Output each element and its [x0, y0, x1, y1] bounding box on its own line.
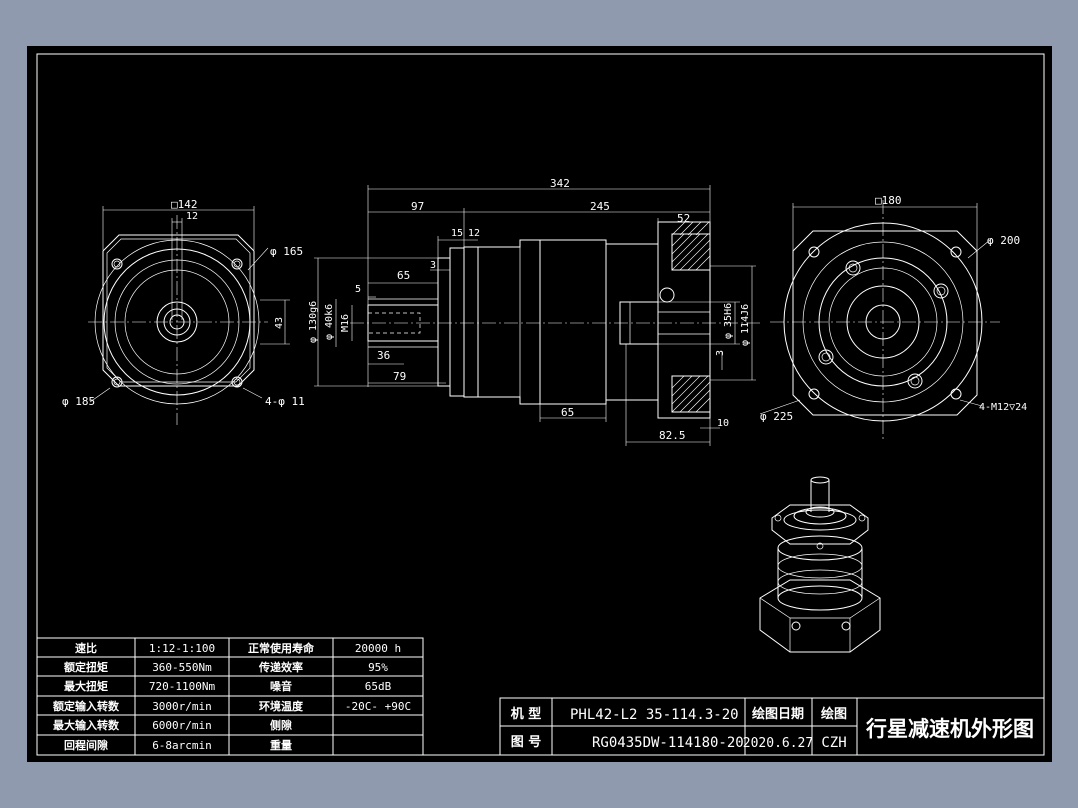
- dim-3: 3: [430, 260, 436, 271]
- title-block-drawing-no-label: 图 号: [511, 735, 542, 750]
- dim-right-square: □180: [875, 194, 902, 207]
- dim-97: 97: [411, 200, 424, 213]
- dim-10: 10: [717, 418, 729, 429]
- dim-right-dia225: φ 225: [760, 410, 793, 423]
- spec-value-temperature: -20C- +90C: [345, 700, 411, 713]
- spec-value-max-speed: 6000r/min: [152, 719, 212, 732]
- spec-value-return-gap: 6-8arcmin: [152, 739, 212, 752]
- dim-12: 12: [468, 228, 480, 239]
- dim-left-12: 12: [186, 211, 198, 222]
- drawing-sheet: □142 12 φ 165 43 φ 185 4-φ 11: [27, 46, 1052, 762]
- spec-label-rated-torque: 额定扭矩: [64, 660, 108, 674]
- drawing-title: 行星减速机外形图: [865, 717, 1034, 741]
- dim-65-bottom: 65: [561, 406, 574, 419]
- spec-value-rated-speed: 3000r/min: [152, 700, 212, 713]
- dim-left-holes: 4-φ 11: [265, 395, 305, 408]
- title-block-drawer-value: CZH: [821, 735, 846, 751]
- dim-15: 15: [451, 228, 463, 239]
- spec-label-temperature: 环境温度: [259, 699, 304, 713]
- spec-value-life: 20000 h: [355, 642, 401, 655]
- dim-36: 36: [377, 349, 390, 362]
- spec-value-rated-torque: 360-550Nm: [152, 661, 212, 674]
- dim-79: 79: [393, 370, 406, 383]
- spec-label-efficiency: 传递效率: [258, 660, 303, 674]
- dim-245: 245: [590, 200, 610, 213]
- title-block-drawing-no-value: RG0435DW-114180-20: [592, 735, 744, 751]
- spec-label-rated-speed: 额定输入转数: [53, 699, 120, 713]
- spec-label-max-torque: 最大扭矩: [64, 679, 108, 693]
- dim-dia35: φ 35H6: [723, 303, 734, 339]
- title-block-date-value: 2020.6.27: [743, 736, 813, 751]
- dim-65-top: 65: [397, 269, 410, 282]
- dim-m16: M16: [340, 314, 351, 332]
- spec-value-max-torque: 720-1100Nm: [149, 680, 216, 693]
- title-block-drawer-label: 绘图: [821, 706, 847, 722]
- spec-value-efficiency: 95%: [368, 661, 388, 674]
- dim-total-342: 342: [550, 177, 570, 190]
- title-block: [499, 697, 1045, 756]
- spec-label-weight: 重量: [270, 738, 292, 752]
- spec-label-backlash: 侧隙: [270, 718, 292, 732]
- dim-left-dia165: φ 165: [270, 245, 303, 258]
- dim-dia40: φ 40k6: [324, 304, 335, 340]
- dim-3b: 3: [715, 350, 726, 356]
- dim-right-holes: 4-M12▽24: [979, 402, 1027, 413]
- title-block-model-label: 机 型: [511, 706, 542, 722]
- dim-dia114: φ 114J6: [740, 304, 751, 346]
- isometric-view: [759, 476, 881, 653]
- dim-82-5: 82.5: [659, 429, 686, 442]
- dim-5: 5: [355, 284, 361, 295]
- output-end-view: [759, 200, 1000, 440]
- spec-label-return-gap: 回程间隙: [64, 738, 108, 752]
- cad-drawing: □142 12 φ 165 43 φ 185 4-φ 11: [36, 53, 1045, 756]
- dim-right-dia200: φ 200: [987, 234, 1020, 247]
- spec-value-noise: 65dB: [365, 680, 392, 693]
- spec-label-noise: 噪音: [270, 679, 292, 693]
- spec-value-ratio: 1:12-1:100: [149, 642, 215, 655]
- dim-52: 52: [677, 212, 690, 225]
- spec-table: [36, 637, 424, 756]
- spec-label-ratio: 速比: [75, 641, 97, 655]
- dim-dia130: φ 130g6: [308, 301, 319, 343]
- input-end-view: [88, 206, 290, 425]
- title-block-date-label: 绘图日期: [752, 706, 804, 722]
- spec-label-max-speed: 最大输入转数: [53, 718, 120, 732]
- dim-left-43: 43: [274, 317, 285, 329]
- title-block-model-value: PHL42-L2 35-114.3-20: [570, 707, 739, 723]
- dim-left-dia185: φ 185: [62, 395, 95, 408]
- dim-left-square: □142: [171, 198, 198, 211]
- spec-label-life: 正常使用寿命: [248, 641, 315, 655]
- side-view: [314, 185, 760, 446]
